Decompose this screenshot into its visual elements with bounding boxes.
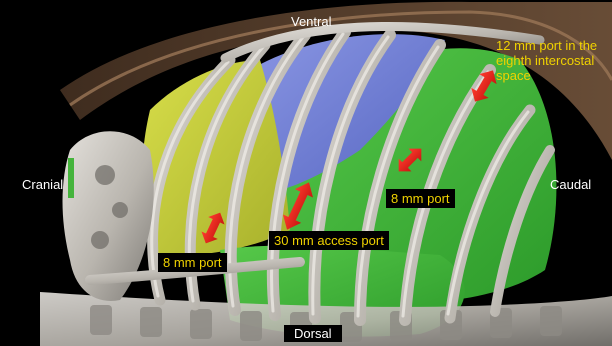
orientation-label-cranial: Cranial [22, 177, 63, 192]
orientation-label-caudal: Caudal [550, 177, 591, 192]
port-label-8mm-right: 8 mm port [386, 189, 455, 208]
green-edge [68, 158, 74, 198]
port-label-12mm-text: 12 mm port in the eighth intercostal spa… [496, 38, 597, 83]
orientation-label-dorsal: Dorsal [284, 325, 342, 342]
port-label-12mm: 12 mm port in the eighth intercostal spa… [496, 38, 608, 83]
orientation-label-ventral: Ventral [291, 14, 331, 29]
port-label-8mm-left: 8 mm port [158, 253, 227, 272]
port-label-30mm: 30 mm access port [269, 231, 389, 250]
